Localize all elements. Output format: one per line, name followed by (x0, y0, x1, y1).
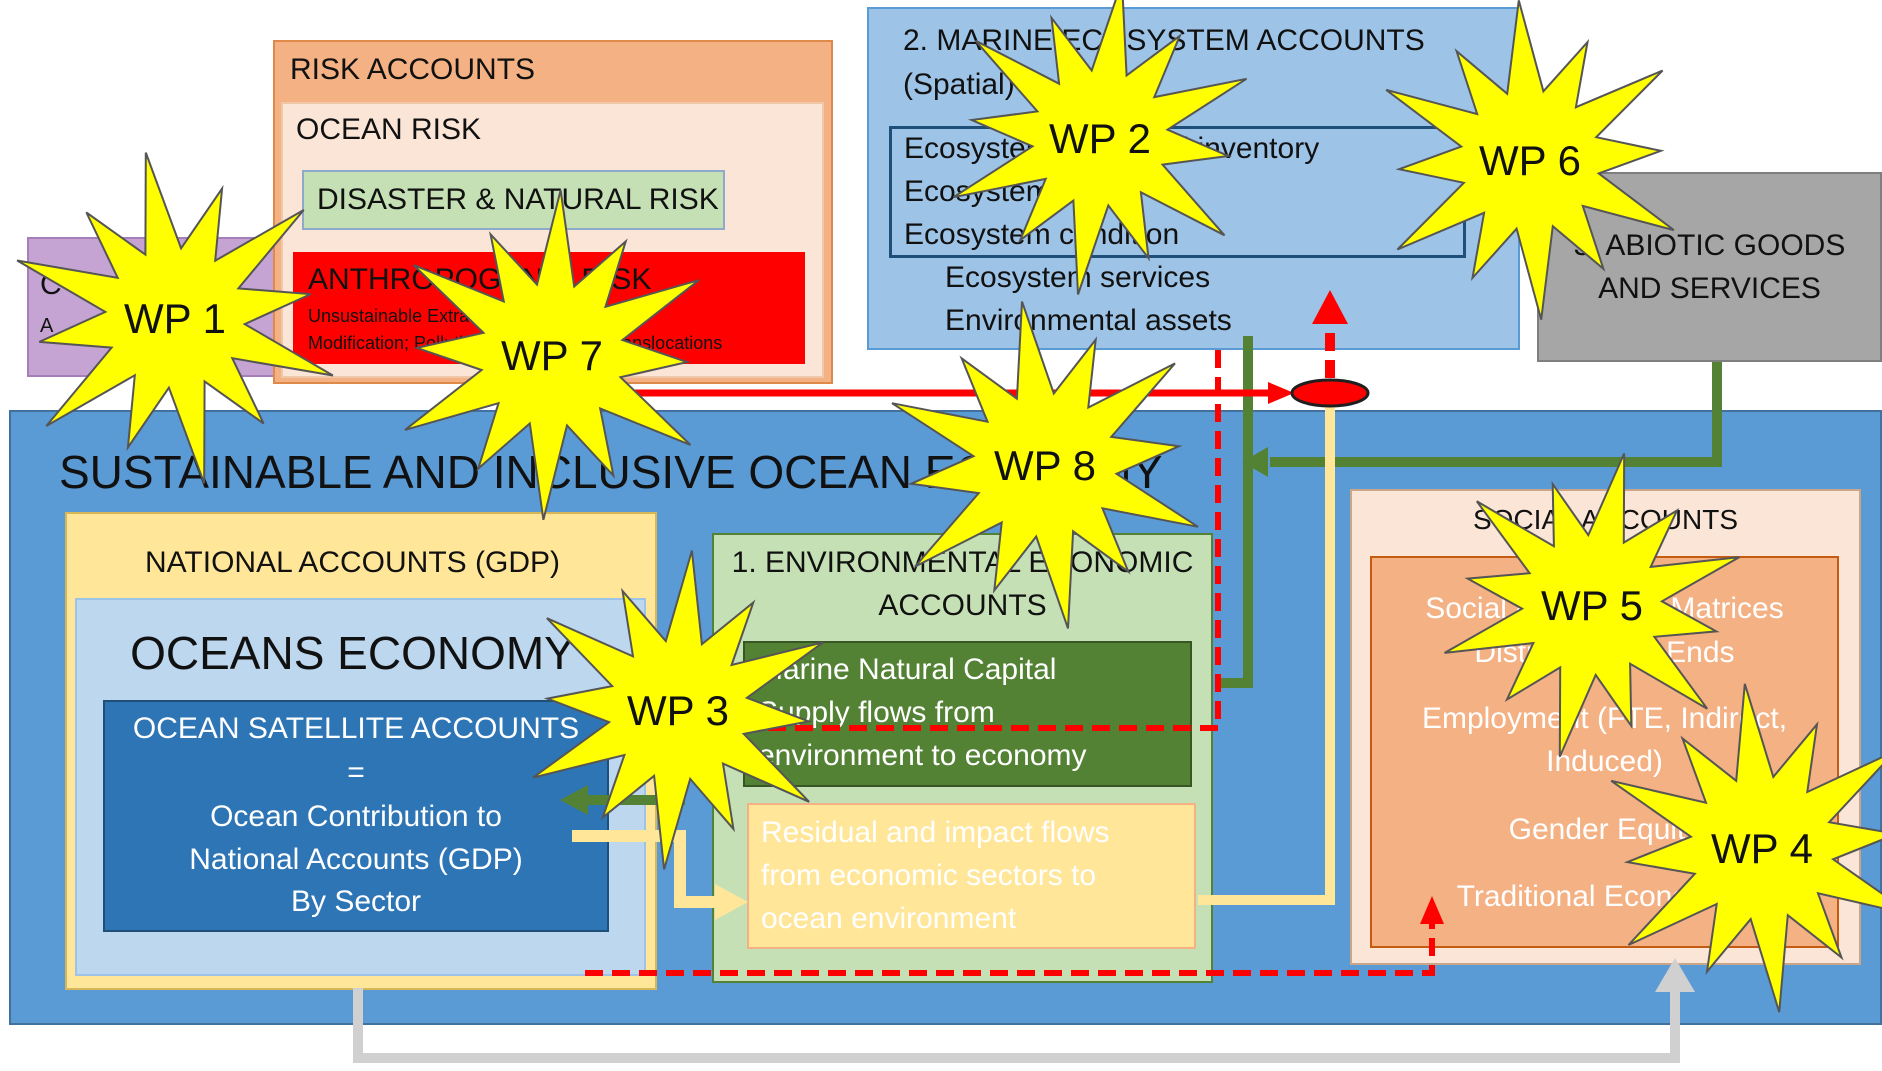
residual-impact-flows-box (747, 803, 1196, 949)
marine-ecosystem-subtitle: (Spatial) (903, 68, 1015, 101)
environmental-economic-title-2: ACCOUNTS (878, 589, 1047, 622)
environmental-assets-label: Environmental assets (945, 304, 1232, 337)
satellite-yellow-arrow (572, 830, 715, 908)
wp-label-6: WP 6 (1479, 137, 1581, 184)
wp-label-3: WP 3 (627, 687, 729, 734)
satellite-line-2: = (347, 756, 365, 789)
wp-starburst-8 (891, 301, 1199, 629)
wp-starburst-2 (952, 0, 1248, 295)
satellite-line-3: Ocean Contribution to (210, 800, 502, 833)
oceans-economy-title: OCEANS ECONOMY (130, 627, 575, 679)
residual-flows-line-3: ocean environment (761, 902, 1017, 935)
wp-label-2: WP 2 (1049, 115, 1151, 162)
disaster-risk-label: DISASTER & NATURAL RISK (317, 183, 719, 216)
natural-capital-line-3: environment to economy (758, 739, 1087, 772)
wp-starburst-1 (16, 152, 334, 484)
wp-label-7: WP 7 (501, 332, 603, 379)
wp-label-1: WP 1 (124, 295, 226, 342)
social-red-dashed (585, 924, 1435, 976)
satellite-line-5: By Sector (290, 885, 422, 918)
purple-box-letter-a: A (40, 315, 54, 337)
grey-loop-arrow (353, 988, 1680, 1063)
ellipse-up-head (1312, 290, 1348, 324)
abiotic-green-head (1242, 447, 1268, 477)
abiotic-goods-line2: AND SERVICES (1598, 272, 1821, 305)
natural-capital-supply-box (743, 641, 1192, 787)
residual-flows-line-1: Residual and impact flows (761, 816, 1110, 849)
social-item-employment: Employment (FTE, Indirect, (1421, 702, 1788, 735)
wp-label-5: WP 5 (1541, 582, 1643, 629)
wp-starburst-7 (404, 189, 700, 521)
grey-arrow-head (1655, 958, 1695, 992)
abiotic-green-arrow (1270, 362, 1722, 467)
wp-starburst-3 (532, 550, 824, 870)
wp-label-8: WP 8 (994, 442, 1096, 489)
social-red-head (1420, 896, 1444, 924)
wp-label-4: WP 4 (1711, 825, 1813, 872)
disaster-risk-box (302, 170, 725, 230)
wp-starburst-4 (1610, 683, 1882, 1013)
risk-red-head (1268, 382, 1294, 404)
marine-red-dashed (745, 350, 1221, 731)
red-junction-ellipse (1290, 378, 1370, 408)
residual-yellow-line (1198, 400, 1335, 905)
ocean-risk-title: OCEAN RISK (296, 113, 482, 146)
wp-starburst-6 (1385, 0, 1675, 320)
abiotic-goods-line1: 3. ABIOTIC GOODS (1573, 229, 1846, 262)
ocean-satellite-accounts-box (103, 700, 609, 932)
social-item-induced: Induced) (1546, 745, 1663, 778)
satellite-line-1: OCEAN SATELLITE ACCOUNTS (132, 712, 580, 745)
assets-green-line (1218, 336, 1253, 688)
wp-starburst-5 (1444, 452, 1740, 758)
natural-capital-line-1: Marine Natural Capital (758, 653, 1057, 686)
marine-ecosystem-box (867, 7, 1520, 350)
residual-flows-line-2: from economic sectors to (761, 859, 1097, 892)
national-accounts-title: NATIONAL ACCOUNTS (GDP) (144, 546, 561, 579)
satellite-green-head (560, 785, 588, 815)
satellite-line-4: National Accounts (GDP) (189, 843, 523, 876)
risk-accounts-title: RISK ACCOUNTS (290, 53, 536, 86)
satellite-yellow-head (715, 884, 748, 920)
